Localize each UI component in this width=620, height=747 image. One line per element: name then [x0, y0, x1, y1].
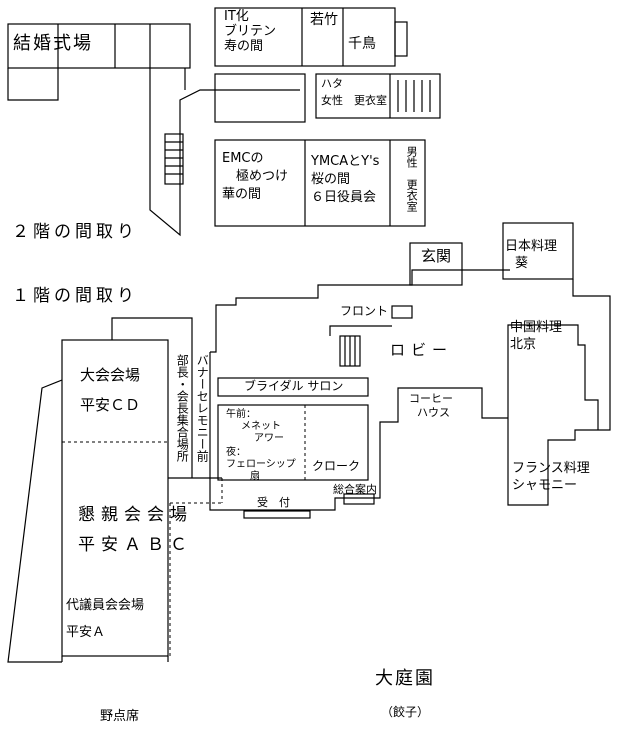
- chidori-label: 千鳥: [348, 36, 376, 52]
- coffee-house-label-1: コーヒー: [409, 392, 453, 405]
- wedding-hall-label: 結婚式場: [13, 33, 93, 54]
- daikaijo-label-1: 大会会場: [80, 366, 141, 384]
- lobby-label: ロビー: [390, 341, 454, 359]
- it-room-label-3: 寿の間: [224, 39, 264, 54]
- upper-rooms-2f: [214, 7, 408, 67]
- chinese-restaurant-label-2: 北京: [510, 337, 537, 352]
- night-event-label-2: フェローシップ: [226, 459, 296, 470]
- front-desk-label: フロント: [340, 304, 389, 318]
- delegates-label-1: 代議員会会場: [66, 598, 145, 613]
- reception-label: 受 付: [257, 496, 290, 509]
- french-restaurant-label-1: フランス料理: [512, 461, 590, 476]
- japanese-restaurant-label-1: 日本料理: [505, 239, 558, 254]
- floor1-heading: １階の間取り: [12, 286, 138, 306]
- morning-event-label-2: メネット: [241, 421, 281, 432]
- konshinkai-label-2: 平安ＡＢＣ: [78, 535, 193, 555]
- chinese-restaurant-label-1: 中国料理: [510, 320, 563, 335]
- male-changing-label: 男性 更衣室: [405, 146, 419, 212]
- left-wing-1f: [7, 317, 223, 663]
- konshinkai-label-1: 懇親会会場: [78, 505, 193, 525]
- emc-room-label-3: 華の間: [222, 187, 262, 202]
- it-room-label-1: IT化: [224, 9, 249, 24]
- middle-rooms-2f: [214, 73, 441, 123]
- lower-rooms-2f: [214, 139, 426, 227]
- emc-room-label-2: 極めつけ: [236, 169, 289, 184]
- banner-ceremony-label: バナーセレモニー前: [195, 354, 210, 462]
- wakatake-label: 若竹: [310, 12, 338, 28]
- coffee-house-label-2: ハウス: [417, 406, 450, 419]
- morning-event-label-3: アワー: [254, 433, 284, 444]
- garden-label: 大庭園: [375, 668, 435, 689]
- night-event-label-3: 扇: [250, 471, 260, 482]
- nodate-label: 野点席: [100, 709, 140, 724]
- entrance-label: 玄関: [421, 247, 452, 265]
- delegates-label-2: 平安Ａ: [66, 625, 106, 640]
- dumplings-label: （餃子）: [381, 705, 430, 719]
- night-event-label-1: 夜：: [226, 447, 246, 458]
- floor2-heading: ２階の間取り: [12, 222, 138, 242]
- ymca-room-label-2: 桜の間: [311, 172, 351, 187]
- bucho-gathering-label: 部長・会長集合場所: [175, 354, 190, 462]
- it-room-label-2: ブリテン: [224, 24, 277, 39]
- japanese-restaurant-label-2: 葵: [515, 256, 529, 271]
- female-changing-label: 女性 更衣室: [321, 94, 387, 107]
- hata-label: ハタ: [321, 77, 343, 90]
- cloak-label: クローク: [312, 459, 361, 473]
- stairs-2f: [164, 133, 184, 185]
- daikaijo-label-2: 平安ＣＤ: [80, 396, 141, 414]
- info-desk-label: 総合案内: [333, 483, 377, 496]
- morning-event-label-1: 午前：: [226, 409, 256, 420]
- bridal-salon-label: ブライダル サロン: [244, 379, 344, 393]
- main-building-1f: [209, 222, 611, 519]
- french-restaurant-label-2: シャモニー: [512, 478, 578, 493]
- corridor-2f: [149, 68, 300, 237]
- ymca-room-label-1: YMCAとY's: [311, 154, 380, 169]
- ymca-room-label-3: ６日役員会: [311, 190, 377, 205]
- wedding-hall-block: [7, 23, 191, 101]
- emc-room-label-1: EMCの: [222, 151, 264, 166]
